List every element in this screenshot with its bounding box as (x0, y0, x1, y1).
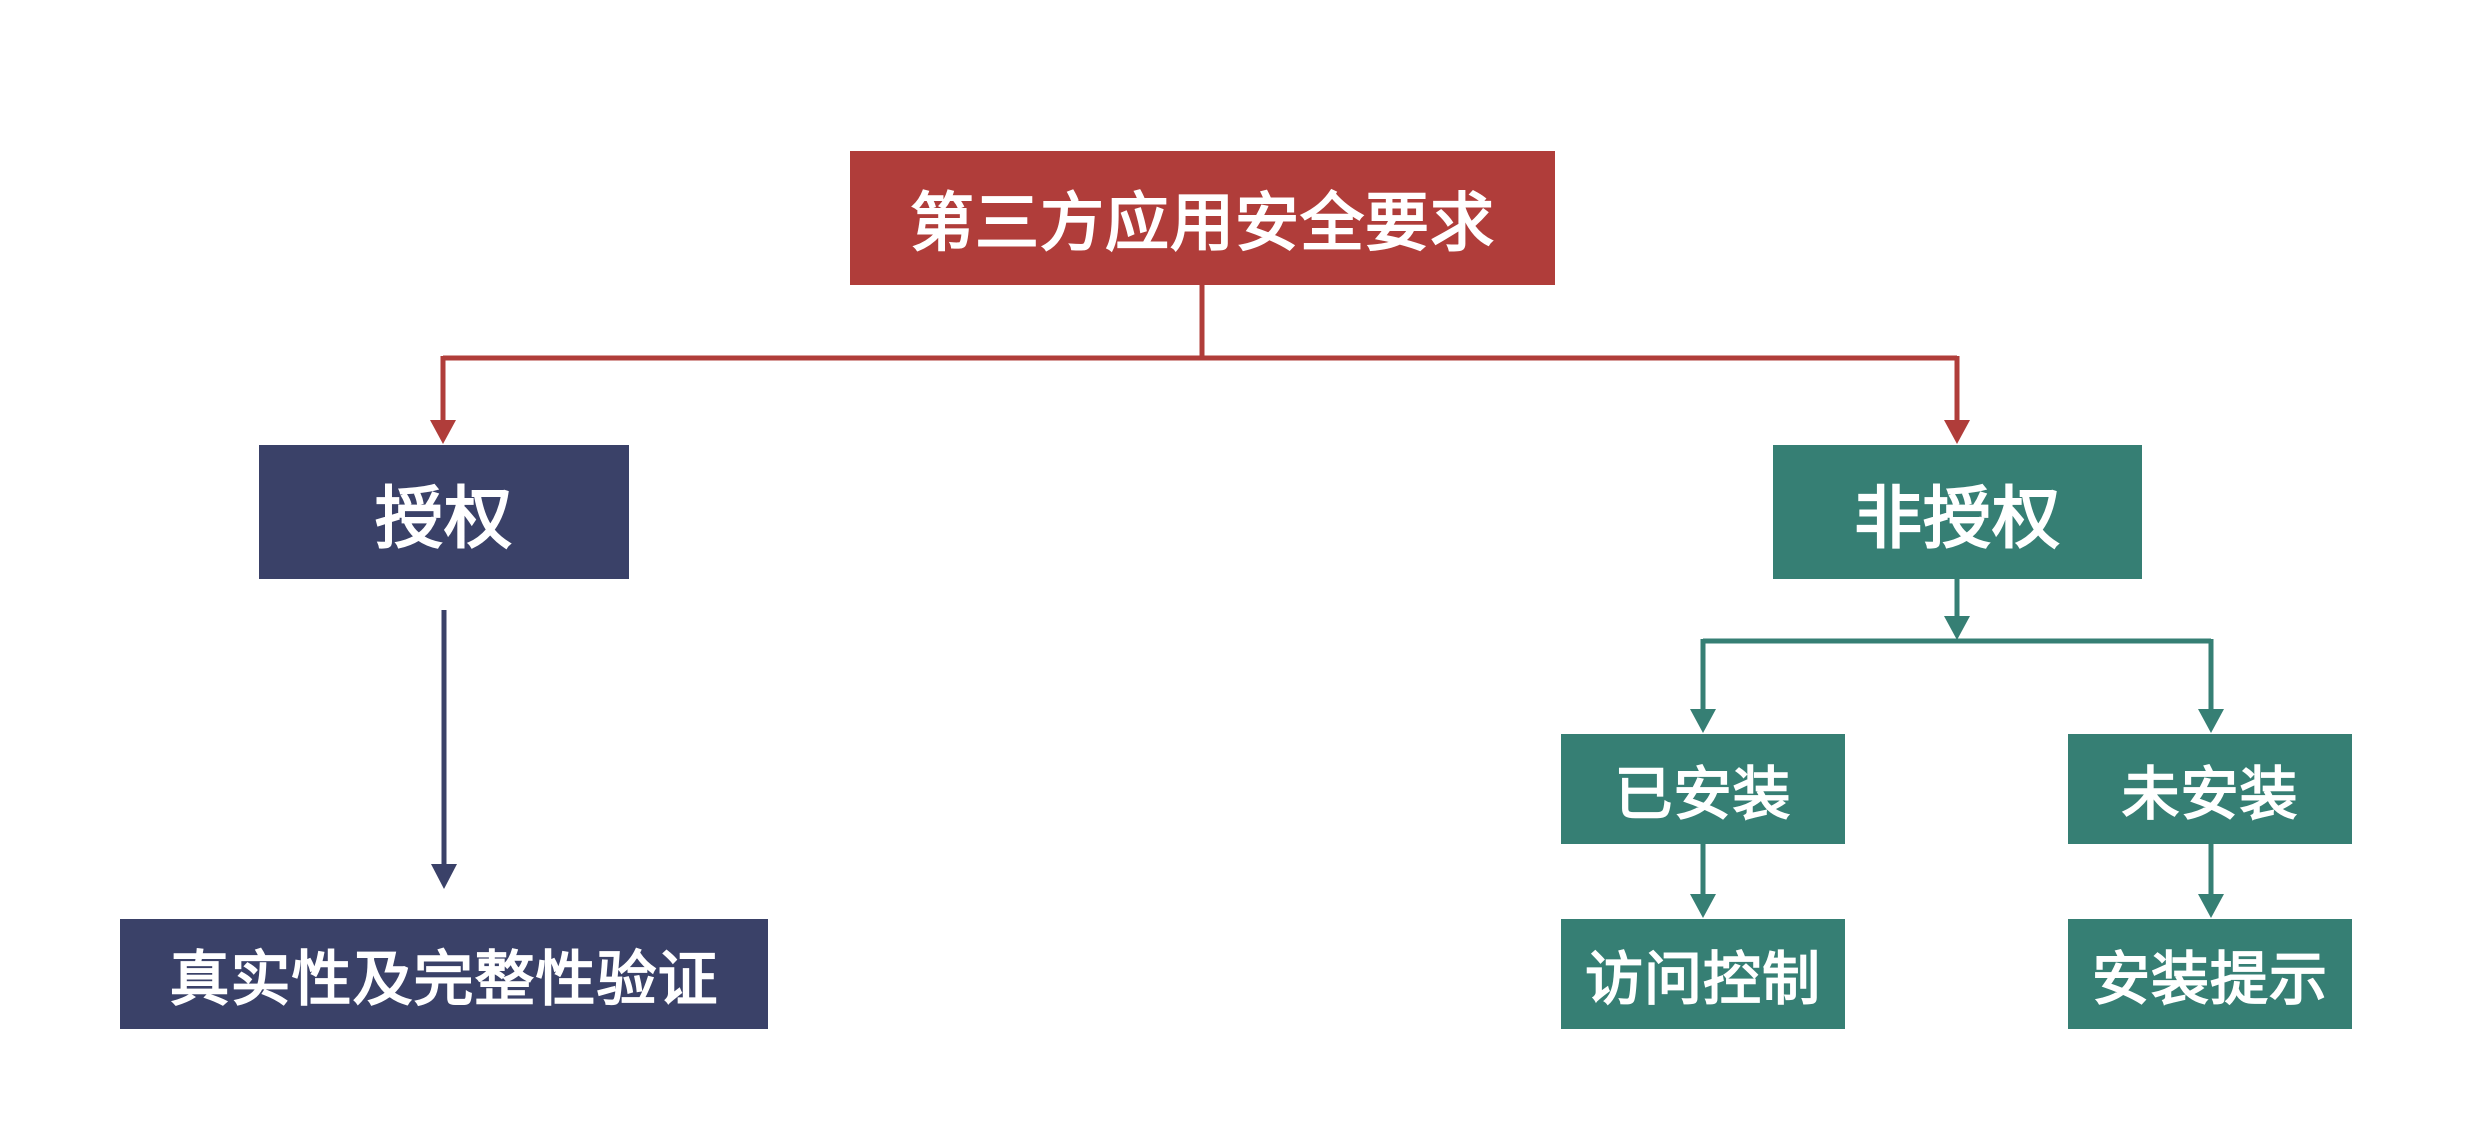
root-connectors (440, 285, 1960, 422)
unauthorized-node: 非授权 (1773, 445, 2142, 579)
access-control-node-label: 访问控制 (1584, 945, 1821, 1013)
authorized-node: 授权 (259, 445, 629, 579)
not-installed-node-label: 未安装 (2121, 760, 2299, 828)
authorized-node-label: 授权 (374, 479, 513, 559)
installed-node: 已安装 (1561, 734, 1845, 844)
arrowhead-unauthorized (1944, 420, 1970, 444)
install-hint-node: 安装提示 (2068, 919, 2352, 1029)
arrowhead-access-control (1690, 894, 1716, 918)
arrowhead-not-installed (2198, 709, 2224, 733)
arrowhead-verification (431, 864, 457, 889)
verification-node: 真实性及完整性验证 (120, 919, 768, 1029)
arrowhead-install-hint (2198, 894, 2224, 918)
verification-node-label: 真实性及完整性验证 (169, 944, 719, 1015)
root-node: 第三方应用安全要求 (850, 151, 1555, 285)
unauthorized-node-label: 非授权 (1853, 479, 2061, 559)
installed-node-label: 已安装 (1614, 760, 1792, 828)
root-node-label: 第三方应用安全要求 (910, 187, 1495, 261)
unauthorized-connectors (1700, 579, 2214, 896)
access-control-node: 访问控制 (1561, 919, 1845, 1029)
arrowhead-installed (1690, 709, 1716, 733)
install-hint-node-label: 安装提示 (2091, 945, 2328, 1013)
arrowhead-unauthorized-stem (1944, 616, 1970, 640)
arrowhead-authorized (430, 420, 456, 444)
not-installed-node: 未安装 (2068, 734, 2352, 844)
